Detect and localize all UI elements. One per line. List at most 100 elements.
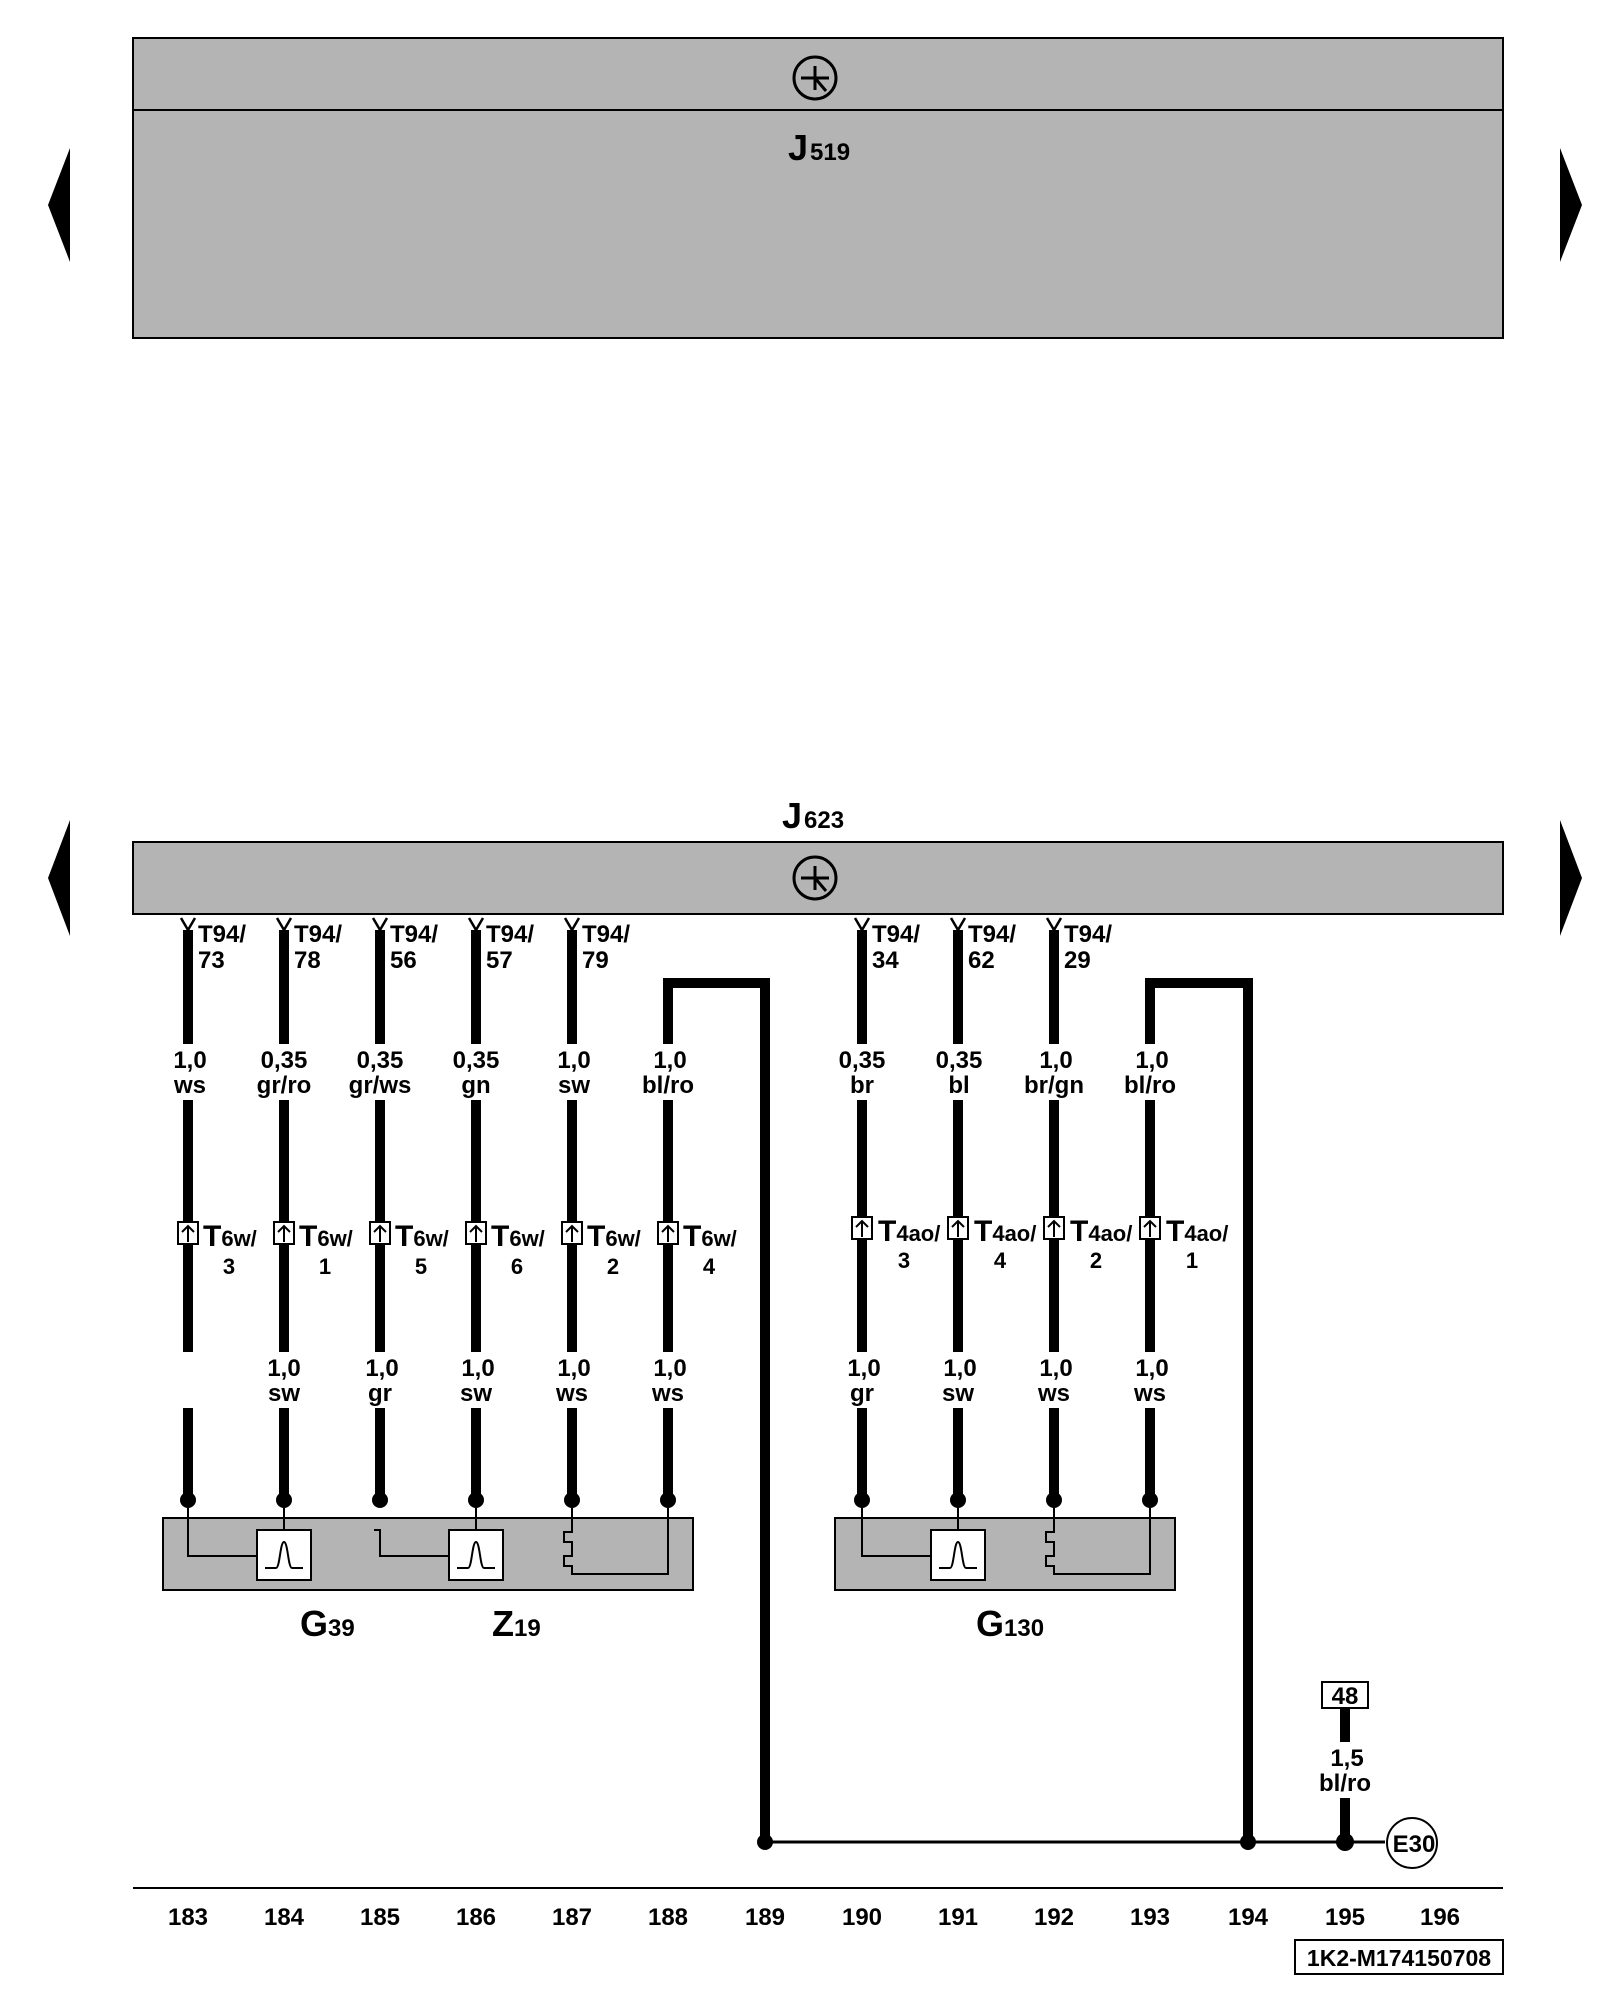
wire-size: 1,0 — [557, 1355, 590, 1382]
connector-pin-icon — [369, 1221, 391, 1245]
connector-pin-icon — [947, 1216, 969, 1240]
connector-pin: 2 — [607, 1254, 619, 1279]
connector-pin: 5 — [415, 1254, 427, 1279]
connector-symbols — [177, 1216, 1161, 1245]
connector-pin-icon — [657, 1221, 679, 1245]
wire-color: gr — [368, 1380, 392, 1407]
connector-pin-icon — [1139, 1216, 1161, 1240]
nav-left-arrow-top[interactable] — [48, 148, 70, 262]
connector-label: T6w/ — [683, 1220, 737, 1253]
grid-number: 193 — [1130, 1904, 1170, 1931]
e30-label: E30 — [1393, 1831, 1436, 1858]
pin-conn: T94/ — [294, 921, 342, 948]
grid-number: 186 — [456, 1904, 496, 1931]
component-z19-label: Z19 — [492, 1603, 541, 1644]
wire-size: 1,0 — [267, 1355, 300, 1382]
nav-right-arrow-top[interactable] — [1560, 148, 1582, 262]
diagram-id: 1K2-M174150708 — [1307, 1945, 1491, 1971]
ecu-j519-sub: 519 — [810, 139, 850, 166]
grid-number: 189 — [745, 1904, 785, 1931]
wire-size: 1,0 — [943, 1355, 976, 1382]
connector-pin: 1 — [1186, 1248, 1198, 1273]
connector-pin: 3 — [898, 1248, 910, 1273]
wire-color: br/gn — [1024, 1072, 1084, 1099]
connector-pin: 2 — [1090, 1248, 1102, 1273]
wire-color: bl — [948, 1072, 969, 1099]
wire-color: br — [850, 1072, 874, 1099]
nav-right-arrow-bottom[interactable] — [1560, 820, 1582, 936]
nav-left-arrow-bottom[interactable] — [48, 820, 70, 936]
wire-size: 0,35 — [357, 1047, 404, 1074]
grid-number: 195 — [1325, 1904, 1365, 1931]
wire-size: 1,0 — [1039, 1047, 1072, 1074]
wire-193-loop — [1145, 978, 1253, 1842]
pin-conn: T94/ — [968, 921, 1016, 948]
connector-label: T4ao/ — [878, 1215, 940, 1248]
wire-size: 1,0 — [557, 1047, 590, 1074]
wire-color: sw — [558, 1072, 590, 1099]
wire-color: gr/ro — [257, 1072, 312, 1099]
connector-pin: 3 — [223, 1254, 235, 1279]
wire-color: gn — [461, 1072, 490, 1099]
wire-size: 1,0 — [847, 1355, 880, 1382]
wire-color: gr/ws — [349, 1072, 412, 1099]
wire-color: ws — [1037, 1380, 1070, 1407]
sensor-symbol-icon — [930, 1529, 986, 1581]
pin-num: 56 — [390, 947, 417, 974]
grid-number: 191 — [938, 1904, 978, 1931]
pin-num: 73 — [198, 947, 225, 974]
pin-num: 79 — [582, 947, 609, 974]
supply-wire-size: 1,5 — [1330, 1745, 1363, 1772]
pin-conn: T94/ — [872, 921, 920, 948]
connector-pin: 4 — [703, 1254, 716, 1279]
connector-label: T6w/ — [299, 1220, 353, 1253]
pin-conn: T94/ — [1064, 921, 1112, 948]
component-g39-z19 — [162, 1500, 694, 1591]
wire-color: sw — [460, 1380, 492, 1407]
ecu-j519: J 519 — [132, 37, 1504, 339]
grid-number: 188 — [648, 1904, 688, 1931]
diagram-id-box: 1K2-M174150708 — [1294, 1939, 1504, 1975]
label-gaps — [172, 1044, 1367, 1798]
wire-188-loop — [663, 978, 770, 1842]
ecu-pin-labels: T94/ 73 T94/ 78 T94/ 56 T94/ 57 T94/ 79 … — [198, 921, 1112, 974]
component-g130 — [834, 1500, 1176, 1591]
connector-labels: T6w/ 3 T6w/ 1 T6w/ 5 T6w/ 6 T6w/ 2 T6w/ … — [203, 1215, 1228, 1279]
pin-conn: T94/ — [486, 921, 534, 948]
svg-text:J: J — [788, 127, 808, 168]
component-g39-label: G39 — [300, 1603, 355, 1644]
wire-size: 0,35 — [839, 1047, 886, 1074]
grid-number: 185 — [360, 1904, 400, 1931]
connector-pin-icon — [465, 1221, 487, 1245]
grid-number: 192 — [1034, 1904, 1074, 1931]
lower-wire-labels: 1,0 sw 1,0 gr 1,0 sw 1,0 ws 1,0 ws 1,0 g… — [267, 1355, 1168, 1407]
pin-num: 34 — [872, 947, 899, 974]
supply-reference: 48 1,5 bl/ro E30 — [1319, 1681, 1438, 1869]
ecu-j519-name: J — [788, 127, 808, 168]
connector-pin-icon — [561, 1221, 583, 1245]
connector-pin-icon — [273, 1221, 295, 1245]
wire-color: ws — [555, 1380, 588, 1407]
wire-color: ws — [651, 1380, 684, 1407]
sensor-symbol-icon — [448, 1529, 504, 1581]
connector-pin-icon — [851, 1216, 873, 1240]
wire-color: sw — [268, 1380, 300, 1407]
wire-size: 1,0 — [653, 1047, 686, 1074]
grid-number: 183 — [168, 1904, 208, 1931]
grid-numbers: 183 184 185 186 187 188 189 190 191 192 … — [168, 1904, 1460, 1931]
connector-pin: 4 — [994, 1248, 1007, 1273]
wire-size: 1,0 — [461, 1355, 494, 1382]
connector-label: T4ao/ — [1070, 1215, 1132, 1248]
ecu-j623: J 623 — [132, 795, 1504, 915]
grid-number: 190 — [842, 1904, 882, 1931]
pin-conn: T94/ — [390, 921, 438, 948]
ecu-j623-sub: 623 — [804, 807, 844, 834]
wire-size: 1,0 — [653, 1355, 686, 1382]
connector-label: T4ao/ — [1166, 1215, 1228, 1248]
supply-wire-color: bl/ro — [1319, 1770, 1371, 1797]
wire-size: 1,0 — [173, 1047, 206, 1074]
connector-pin-icon — [177, 1221, 199, 1245]
pin-num: 29 — [1064, 947, 1091, 974]
grid-number: 194 — [1228, 1904, 1269, 1931]
